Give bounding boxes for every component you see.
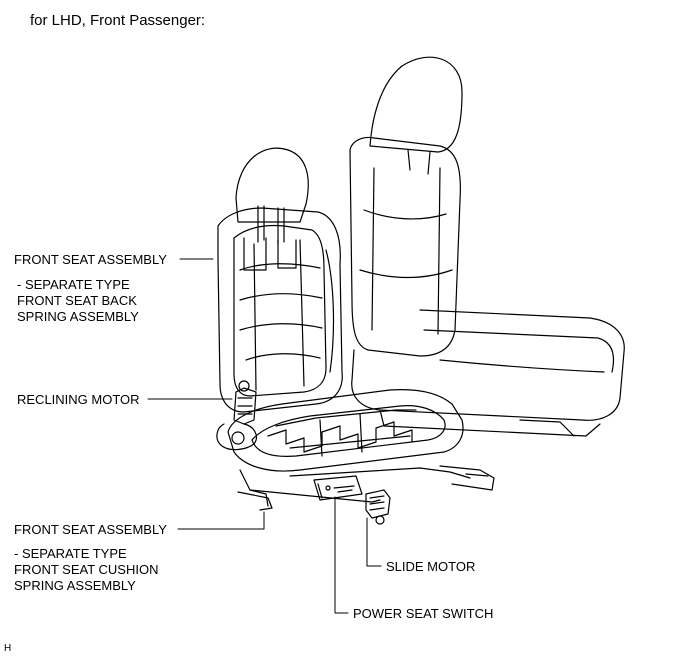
label-front-seat-assembly-cushion: FRONT SEAT ASSEMBLY: [14, 522, 167, 537]
label-cushion-spring-line3: SPRING ASSEMBLY: [14, 578, 136, 593]
label-power-seat-switch: POWER SEAT SWITCH: [353, 606, 494, 621]
corner-mark: H: [4, 643, 12, 654]
label-back-spring-line3: SPRING ASSEMBLY: [17, 309, 139, 324]
label-cushion-spring-line2: FRONT SEAT CUSHION: [14, 562, 159, 577]
label-slide-motor: SLIDE MOTOR: [386, 559, 476, 574]
label-cushion-spring-line1: - SEPARATE TYPE: [14, 546, 127, 561]
complete-seat-outline: [349, 56, 625, 437]
front-seat-frame: [216, 147, 495, 525]
label-front-seat-assembly-back: FRONT SEAT ASSEMBLY: [14, 252, 167, 267]
diagram-title: for LHD, Front Passenger:: [30, 12, 206, 29]
label-back-spring-line2: FRONT SEAT BACK: [17, 293, 137, 308]
leader-lines: [147, 258, 382, 614]
label-back-spring-line1: - SEPARATE TYPE: [17, 277, 130, 292]
label-reclining-motor: RECLINING MOTOR: [17, 392, 140, 407]
